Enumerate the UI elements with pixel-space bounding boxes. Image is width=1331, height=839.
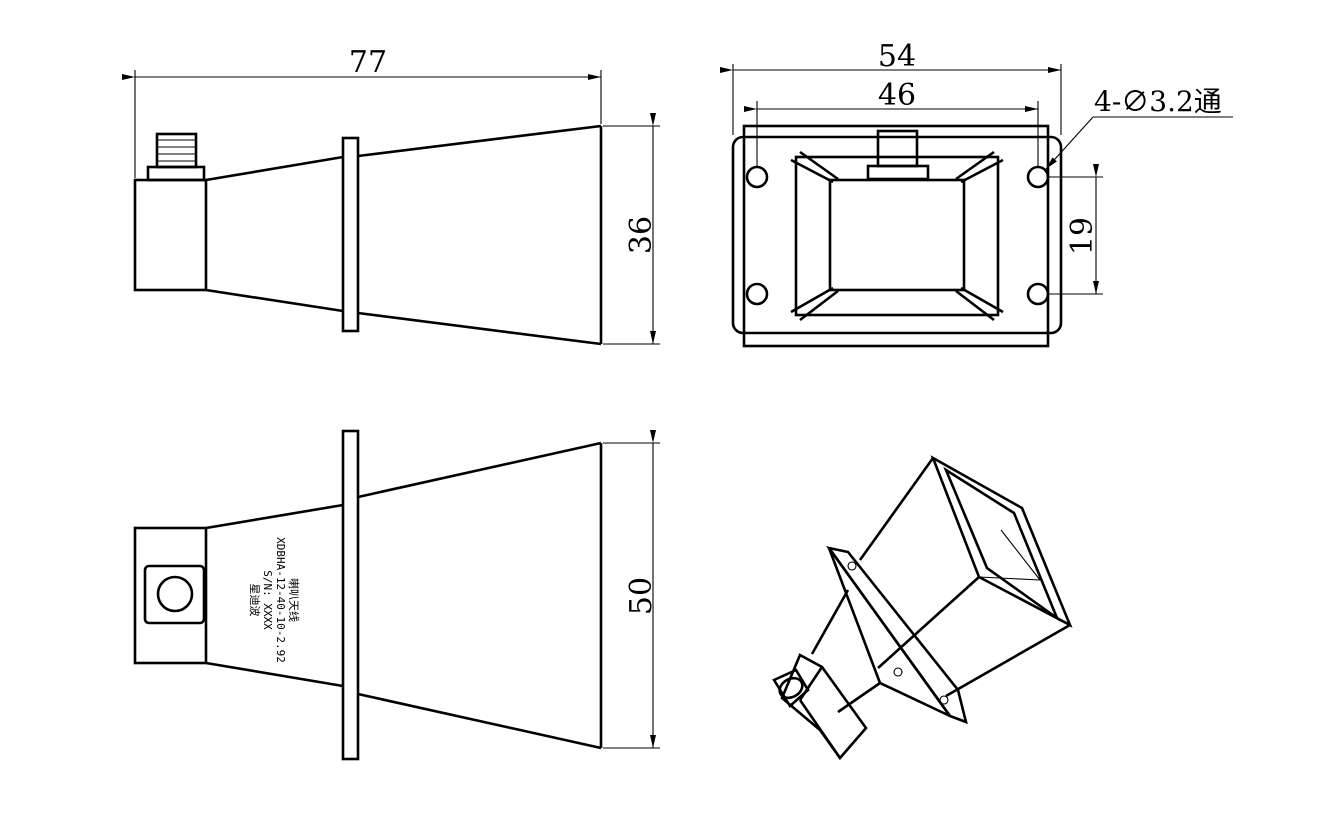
dimension-hole-spacing-y: 19: [1048, 164, 1103, 295]
label-line-1: 喇叭天线: [287, 578, 301, 622]
label-line-2: XDBHA-12-40-10-2.92: [274, 537, 287, 663]
side-view: [133, 124, 603, 346]
dimension-aperture-width-text: 50: [624, 577, 659, 615]
holes-note-text: 4-∅3.2通: [1094, 85, 1222, 118]
label-line-3: S/N: XXXX: [261, 570, 274, 630]
dimension-length: 77: [122, 45, 602, 178]
isometric-view: [772, 455, 1073, 761]
dimension-aperture-width: 50: [603, 430, 660, 749]
front-view: [731, 124, 1063, 348]
top-view: 喇叭天线 XDBHA-12-40-10-2.92 S/N: XXXX 星迪波: [133, 429, 603, 761]
dimension-aperture-height-text: 36: [624, 216, 659, 254]
dimension-aperture-height: 36: [603, 113, 660, 345]
dimension-hole-spacing-x-text: 46: [878, 78, 916, 113]
dimension-hole-spacing-x: 46: [744, 78, 1039, 166]
dimension-flange-width-text: 54: [878, 39, 916, 74]
dimension-length-text: 77: [349, 45, 387, 80]
product-label: 喇叭天线 XDBHA-12-40-10-2.92 S/N: XXXX 星迪波: [248, 537, 301, 663]
label-line-4: 星迪波: [248, 584, 261, 617]
dimension-hole-spacing-y-text: 19: [1065, 217, 1100, 255]
holes-leader: 4-∅3.2通: [1045, 85, 1233, 170]
dimension-flange-width: 54: [720, 39, 1062, 135]
